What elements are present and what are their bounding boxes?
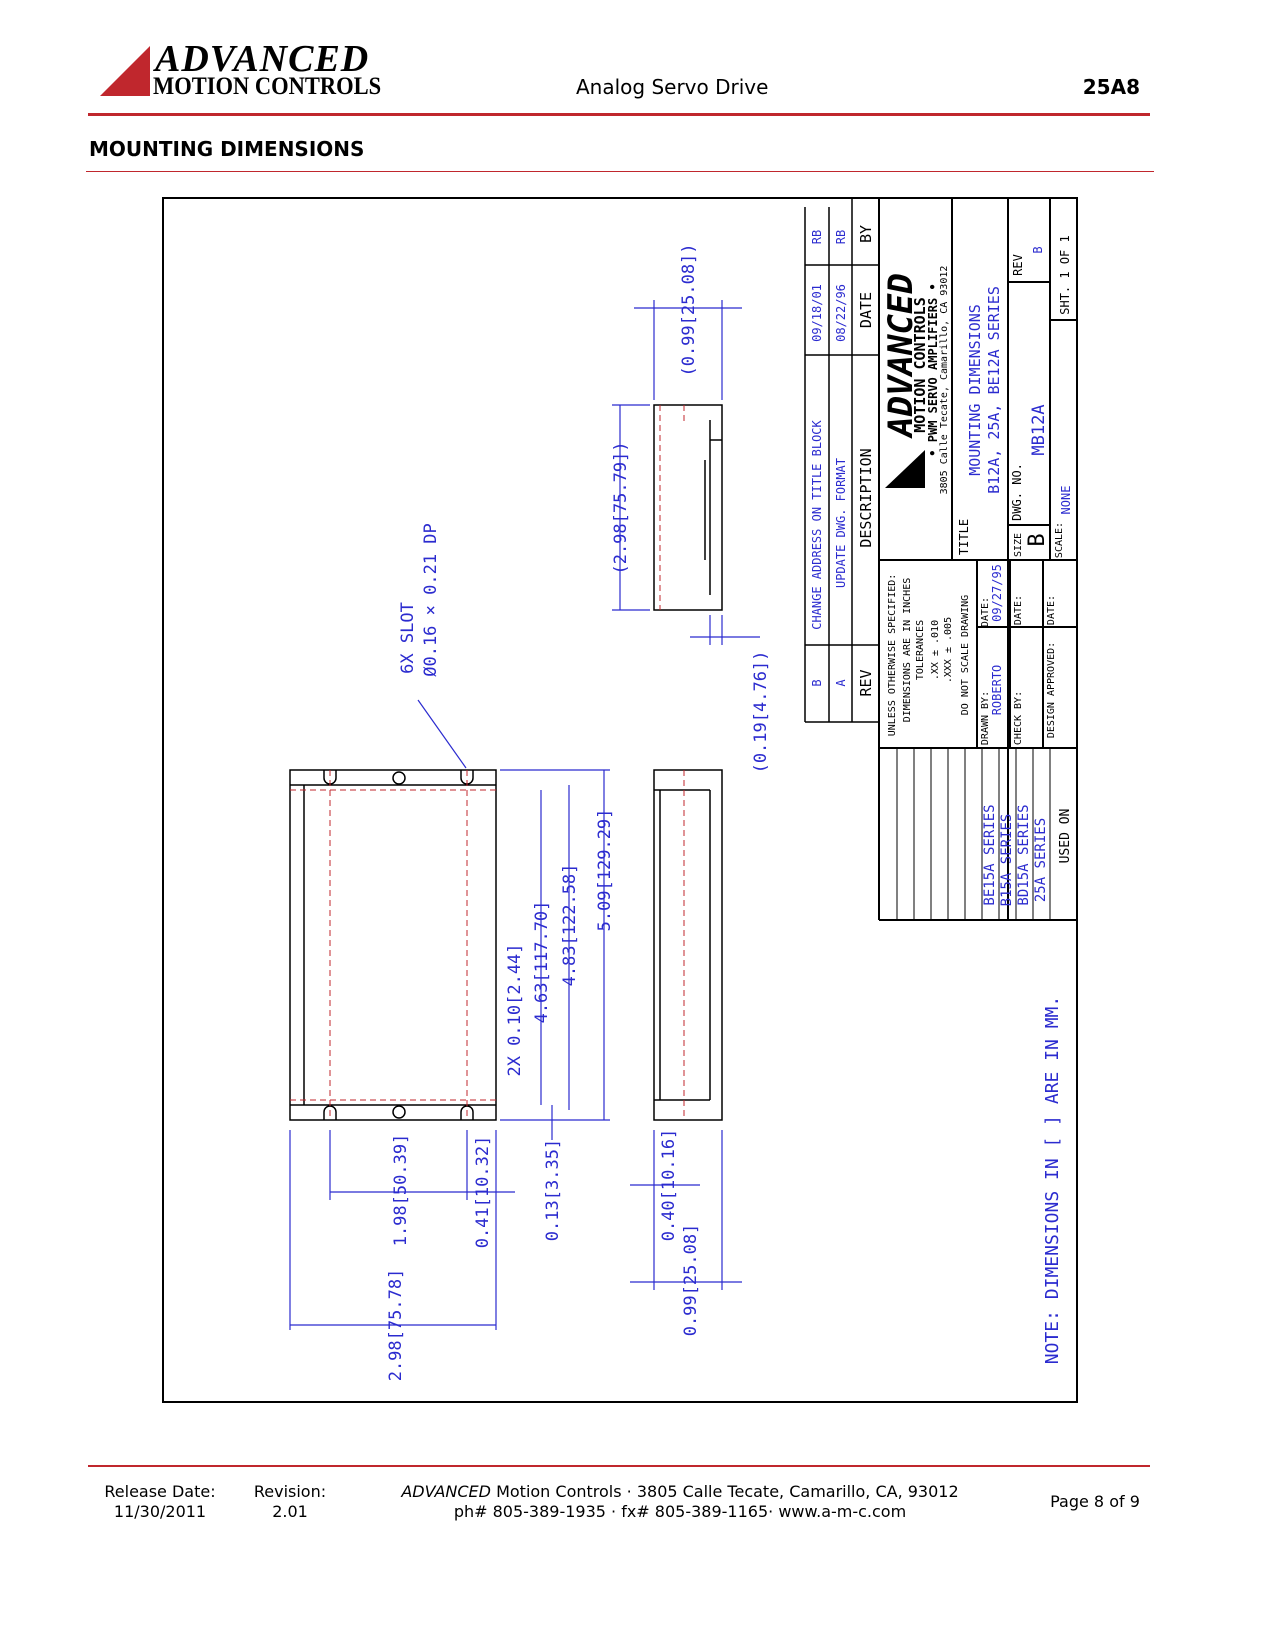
dim-label: 2.98[75.78]	[386, 1269, 406, 1382]
logo-triangle-icon	[100, 46, 150, 96]
tolerance-line: .XX ± .010	[930, 620, 941, 680]
dwg-no-label: DWG. NO.	[1010, 463, 1024, 521]
by-header: BY	[857, 225, 875, 243]
tolerance-line: .XXX ± .005	[943, 617, 954, 683]
dim-label: (0.99[25.08])	[679, 243, 699, 376]
rev-a-date: 08/22/96	[834, 284, 848, 342]
rev-a-description: UPDATE DWG. FORMAT	[834, 458, 848, 588]
used-on-item: B15A SERIES	[999, 814, 1015, 907]
used-on-item: BD15A SERIES	[1016, 804, 1032, 905]
size-value: B	[1025, 533, 1050, 546]
header-divider	[88, 113, 1150, 116]
sheet-number: SHT. 1 OF 1	[1058, 235, 1072, 314]
brand-logo-line1: ADVANCED	[155, 38, 370, 80]
dimension-lines	[289, 300, 760, 1330]
title-logo-name: ADVANCED	[881, 273, 921, 439]
dim-label: 4.63[117.70]	[532, 901, 552, 1024]
part-front-view	[289, 769, 497, 1121]
slot-label: 6X SLOT	[398, 602, 418, 674]
revision-value: 2.01	[272, 1502, 308, 1521]
company-info: ADVANCED Motion Controls · 3805 Calle Te…	[370, 1482, 990, 1522]
title-label: TITLE	[957, 519, 971, 555]
part-top-view	[653, 404, 723, 611]
dim-label: (2.98[75.79])	[611, 441, 631, 574]
title-logo-line2: MOTION CONTROLS	[911, 297, 929, 432]
used-on-grid	[896, 748, 1051, 920]
company-brand: ADVANCED	[401, 1482, 491, 1501]
used-on-label: USED ON	[1058, 809, 1073, 864]
dim-label: 0.41[10.32]	[473, 1136, 493, 1249]
rev-label: REV	[1011, 254, 1025, 276]
used-on-item: 25A SERIES	[1033, 818, 1049, 902]
dim-label: 0.13[3.35]	[543, 1139, 563, 1241]
check-date-label: DATE:	[1013, 595, 1024, 625]
title-logo-line3: • PWM SERVO AMPLIFIERS •	[926, 283, 940, 456]
scale-label: SCALE:	[1054, 522, 1065, 558]
brand-logo-line2: MOTION CONTROLS	[153, 73, 382, 100]
title-block	[878, 198, 1077, 921]
drawing-title-line2: B12A, 25A, BE12A SERIES	[985, 286, 1003, 494]
rev-b-description: CHANGE ADDRESS ON TITLE BLOCK	[810, 419, 824, 629]
rev-a: A	[834, 679, 848, 687]
rev-value: B	[1031, 246, 1045, 253]
release-date: 11/30/2011	[113, 1502, 207, 1521]
page-number: Page 8 of 9	[1050, 1492, 1140, 1511]
dim-label: 1.98[50.39]	[391, 1134, 411, 1247]
dim-label: 0.99[25.08]	[681, 1224, 701, 1337]
product-name: Analog Servo Drive	[576, 75, 769, 99]
check-by-label: CHECK BY:	[1013, 691, 1024, 745]
dwg-no-value: MB12A	[1029, 404, 1049, 455]
used-on-item: BE15A SERIES	[982, 804, 998, 905]
section-divider	[86, 171, 1154, 172]
drawn-date-label: DATE:	[980, 597, 991, 627]
revision-table	[804, 198, 879, 723]
drawn-by-value: ROBERTO	[990, 665, 1004, 716]
description-header: DESCRIPTION	[857, 448, 875, 547]
company-address: Motion Controls · 3805 Calle Tecate, Cam…	[490, 1482, 959, 1501]
rev-header: REV	[857, 669, 875, 696]
design-date-label: DATE:	[1046, 595, 1057, 625]
tolerance-line: DIMENSIONS ARE IN INCHES	[902, 578, 913, 723]
tolerance-line: TOLERANCES	[915, 620, 926, 680]
dim-label: 5.09[129.29]	[595, 809, 615, 932]
drawn-by-label: DRAWN BY:	[980, 691, 991, 745]
date-header: DATE	[857, 292, 875, 328]
rev-b-date: 09/18/01	[810, 284, 824, 342]
revision-label: Revision:	[253, 1482, 327, 1501]
revision-info: Revision: 2.01	[240, 1482, 340, 1522]
size-label: SIZE	[1013, 533, 1024, 557]
section-title: MOUNTING DIMENSIONS	[89, 137, 365, 161]
scale-value: NONE	[1059, 486, 1073, 515]
footer-divider	[88, 1465, 1150, 1467]
dim-label: 4.83[122.58]	[560, 864, 580, 987]
units-note: NOTE: DIMENSIONS IN [ ] ARE IN MM.	[1042, 996, 1063, 1364]
part-side-view	[653, 769, 723, 1121]
rev-b: B	[810, 679, 824, 686]
drawing-frame	[162, 197, 1078, 1403]
design-approved-label: DESIGN APPROVED:	[1046, 642, 1057, 738]
dim-label: (0.19[4.76])	[751, 651, 771, 774]
dim-label: 0.40[10.16]	[659, 1129, 679, 1242]
model-number: 25A8	[1082, 75, 1140, 99]
drawing-title-line1: MOUNTING DIMENSIONS	[966, 304, 984, 476]
title-logo-triangle-icon	[885, 450, 925, 488]
release-label: Release Date:	[104, 1482, 216, 1501]
drawn-date-value: 09/27/95	[990, 564, 1004, 622]
title-logo-address: 3805 Calle Tecate, Camarillo, CA 93012	[939, 266, 950, 495]
tolerance-line: DO NOT SCALE DRAWING	[960, 595, 971, 715]
rev-a-by: RB	[834, 230, 848, 244]
dim-label: 2X 0.10[2.44]	[505, 943, 525, 1076]
tolerance-line: UNLESS OTHERWISE SPECIFIED:	[887, 574, 898, 737]
slot-spec: Ø0.16 × 0.21 DP	[421, 523, 441, 677]
release-info: Release Date: 11/30/2011	[100, 1482, 220, 1522]
rev-b-by: RB	[810, 230, 824, 244]
company-contact: ph# 805-389-1935 · fx# 805-389-1165· www…	[453, 1502, 907, 1521]
